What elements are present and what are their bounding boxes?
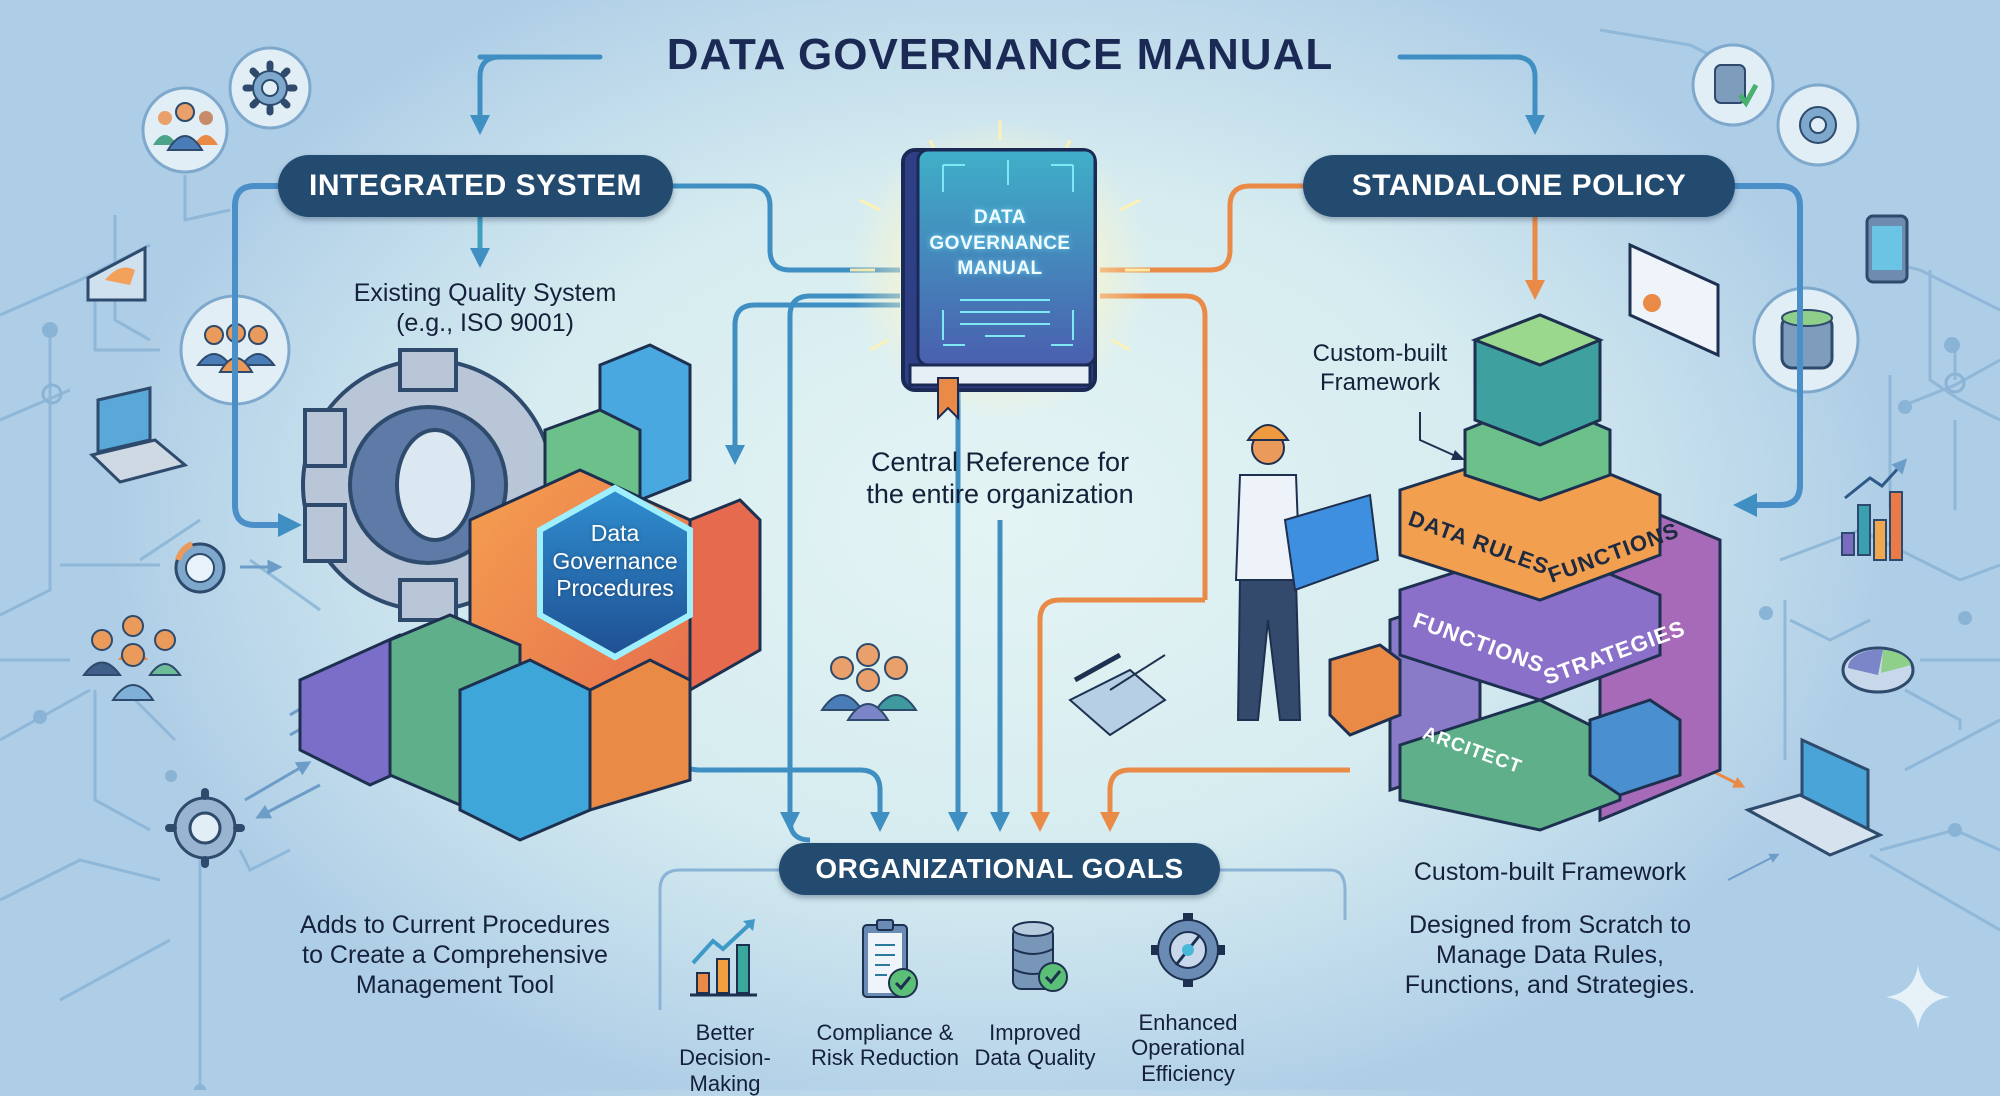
bar-chart-icon-right xyxy=(1841,458,1908,561)
goal-improved-data-quality: Improved Data Quality xyxy=(955,915,1115,1071)
standalone-policy-pill: STANDALONE POLICY xyxy=(1303,155,1735,217)
goal-2-line-1: Compliance & xyxy=(816,1020,954,1045)
existing-line-1: Existing Quality System xyxy=(353,279,617,307)
custom-built-framework-heading: Custom-built Framework xyxy=(1413,858,1687,886)
central-reference-text: Central Reference for the entire organiz… xyxy=(830,446,1170,511)
team-icon xyxy=(141,86,229,174)
gear-icon xyxy=(228,46,312,130)
custom-built-callout: Custom-built Framework xyxy=(1270,340,1490,398)
gear-icon-right xyxy=(1776,83,1860,167)
goal-better-decision-making: Better Decision-Making xyxy=(645,915,805,1096)
manual-book-icon xyxy=(901,148,1097,421)
designed-line-1: Designed from Scratch to xyxy=(1408,911,1692,939)
callout-line-2: Framework xyxy=(1319,368,1440,396)
goal-compliance-risk: Compliance & Risk Reduction xyxy=(805,915,965,1071)
database-check-icon-top xyxy=(1691,43,1775,127)
existing-line-2: (e.g., ISO 9001) xyxy=(396,309,574,337)
adds-line-3: Management Tool xyxy=(355,971,555,999)
hex-line-2: Governance xyxy=(552,547,678,574)
goal-3-line-1: Improved xyxy=(989,1020,1081,1045)
gear-icon-large xyxy=(165,788,245,868)
goal-4-line-2: Operational xyxy=(1131,1035,1245,1061)
book-cover-title: DATA GOVERNANCE MANUAL xyxy=(920,205,1080,282)
tablet-icon xyxy=(86,245,147,302)
central-line-2: the entire organization xyxy=(866,479,1134,510)
integrated-description: Adds to Current Procedures to Create a C… xyxy=(255,910,655,1000)
clipboard-check-icon xyxy=(862,919,918,998)
goal-3-line-2: Data Quality xyxy=(974,1045,1096,1071)
team-group-icon xyxy=(82,615,182,701)
goal-4-line-3: Efficiency xyxy=(1141,1060,1235,1086)
existing-quality-system-text: Existing Quality System (e.g., ISO 9001) xyxy=(300,278,670,338)
book-line-3: MANUAL xyxy=(957,258,1043,280)
page-title: DATA GOVERNANCE MANUAL xyxy=(666,30,1334,79)
callout-line-1: Custom-built xyxy=(1312,340,1448,367)
framework-tower-illustration xyxy=(1328,313,1722,832)
smartphone-icon xyxy=(1865,214,1909,284)
wrench-blueprint-icon xyxy=(1068,652,1167,737)
book-line-1: DATA xyxy=(974,207,1026,228)
goal-2-line-2: Risk Reduction xyxy=(811,1045,959,1071)
hex-line-3: Procedures xyxy=(556,575,674,602)
network-lines-left xyxy=(0,175,321,1090)
book-line-2: GOVERNANCE xyxy=(929,232,1071,254)
gear-gauge-icon xyxy=(1151,913,1225,987)
sparkle-icon xyxy=(1886,965,1950,1029)
dial-gauge-icon xyxy=(1841,646,1915,694)
goal-4-line-1: Enhanced xyxy=(1138,1010,1238,1035)
laptop-icon-right xyxy=(1744,737,1884,857)
puzzle-blocks-illustration xyxy=(298,343,762,842)
callout-arrow-icon xyxy=(1419,412,1465,460)
organizational-goals-pill: ORGANIZATIONAL GOALS xyxy=(779,843,1220,895)
goal-1-line-2: Decision-Making xyxy=(679,1045,771,1096)
designed-line-3: Functions, and Strategies. xyxy=(1404,971,1696,999)
dashboard-screen-icon xyxy=(1628,242,1720,358)
architect-person-illustration xyxy=(1234,424,1380,721)
team-icon-center xyxy=(820,643,918,721)
adds-line-2: to Create a Comprehensive xyxy=(302,941,608,969)
database-check-icon xyxy=(1012,921,1068,992)
gear-glass-icon xyxy=(174,541,226,594)
network-nodes-left xyxy=(33,322,206,1090)
goal-operational-efficiency: Enhanced Operational Efficiency xyxy=(1108,905,1268,1086)
central-line-1: Central Reference for xyxy=(870,447,1130,477)
procedures-hexagon xyxy=(537,484,693,661)
hexagon-label: Data Governance Procedures xyxy=(525,520,705,603)
hex-line-1: Data xyxy=(590,520,640,546)
bar-chart-trend-icon xyxy=(690,919,757,997)
adds-line-1: Adds to Current Procedures xyxy=(300,911,610,939)
database-icon xyxy=(1752,286,1860,394)
goal-1-line-1: Better xyxy=(695,1020,755,1045)
designed-line-2: Manage Data Rules, xyxy=(1436,941,1664,969)
network-nodes-right xyxy=(1759,337,1972,837)
standalone-description: Designed from Scratch to Manage Data Rul… xyxy=(1370,910,1730,1000)
integrated-system-pill: INTEGRATED SYSTEM xyxy=(278,155,673,217)
laptop-icon xyxy=(88,386,189,484)
